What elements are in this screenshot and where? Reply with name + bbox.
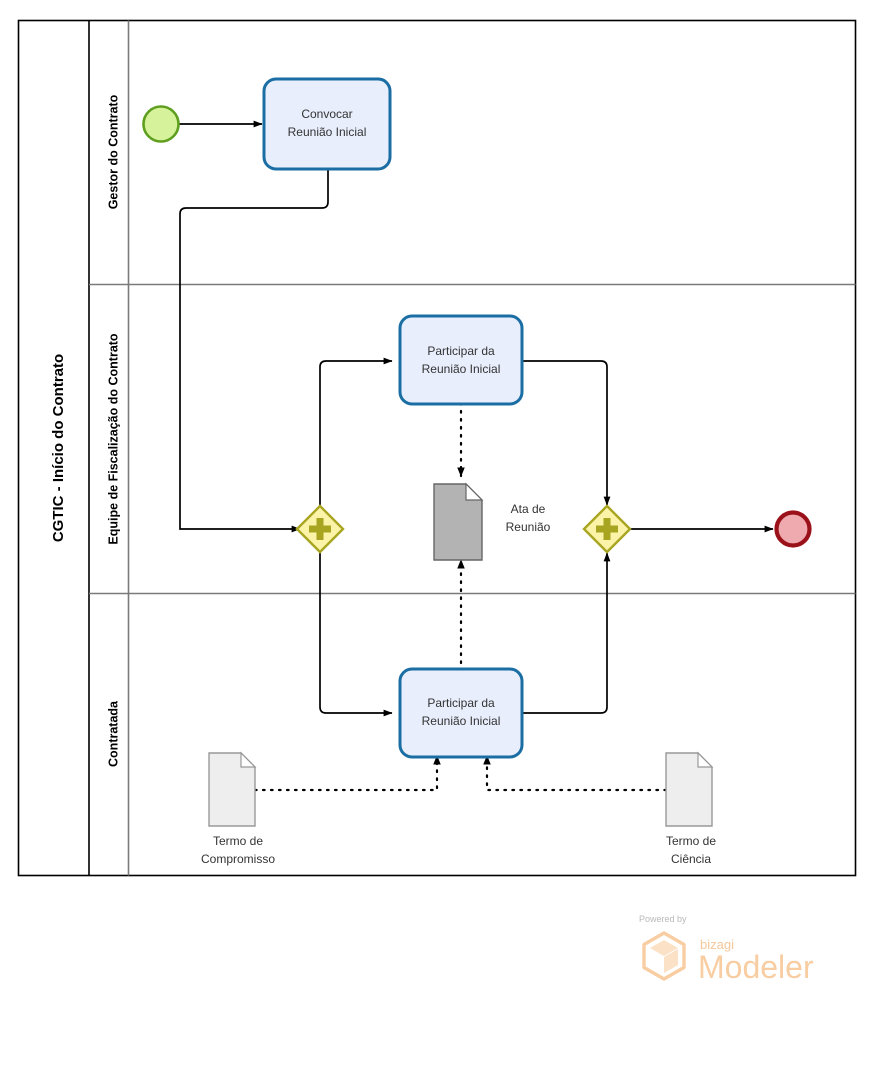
task-participar-contratada-label-line2: Reunião Inicial [422,714,501,728]
data-ata-label-line1: Ata de [511,502,546,516]
bizagi-modeler-branding: Powered by bizagi Modeler [639,914,814,985]
flow-convocar-to-split-gateway [179,169,329,533]
lane-label-equipe: Equipe de Fiscalização do Contrato [106,333,120,545]
data-ata-shape[interactable] [433,483,483,561]
start-event[interactable] [142,105,180,143]
lane-label-contratada: Contratada [106,700,120,767]
task-participar-contratada-label-line1: Participar da [427,696,495,710]
end-event-circle[interactable] [774,510,812,548]
end-event[interactable] [774,510,812,548]
data-ata-fold [465,482,484,501]
task-participar-contratada-shape[interactable] [398,667,524,759]
task-participar-reuniao-inicial-equipe[interactable]: Participar da Reunião Inicial [398,314,524,406]
data-termo-compromisso-label-line2: Compromisso [201,852,275,866]
data-termo-compromisso-fold [240,751,257,768]
data-termo-compromisso-label-line1: Termo de [213,834,263,848]
flow-participar-contratada-to-join [522,552,611,714]
task-convocar-shape[interactable] [262,77,392,171]
data-ata-label-line2: Reunião [506,520,551,534]
pool-label: CGTIC - Início do Contrato [50,354,67,542]
data-termo-ciencia-shape[interactable] [665,752,713,827]
pool-outline [17,19,857,877]
flow-split-to-participar-contratada [319,552,393,717]
assoc-termo-compromisso-to-participar [253,754,441,792]
gateway-parallel-split[interactable] [295,504,345,554]
assoc-termo-ciencia-to-participar [483,754,668,792]
associations [253,401,668,792]
data-object-termo-de-ciencia[interactable]: Termo de Ciência [665,751,716,866]
flow-split-to-participar-equipe [319,357,393,506]
sequence-flows [179,120,774,717]
data-termo-ciencia-label-line2: Ciência [671,852,711,866]
bizagi-hexagon-logo-icon [642,931,686,981]
data-termo-ciencia-label-line1: Termo de [666,834,716,848]
task-convocar-reuniao-inicial[interactable]: Convocar Reunião Inicial [262,77,392,171]
lane-label-gestor: Gestor do Contrato [106,94,120,209]
start-event-circle[interactable] [142,105,180,143]
data-object-termo-de-compromisso[interactable]: Termo de Compromisso [201,751,275,866]
data-termo-compromisso-shape[interactable] [208,752,256,827]
task-convocar-label-line2: Reunião Inicial [288,125,367,139]
data-termo-ciencia-fold [697,751,714,768]
task-convocar-label-line1: Convocar [301,107,352,121]
task-participar-reuniao-inicial-contratada[interactable]: Participar da Reunião Inicial [398,667,524,759]
data-object-ata-de-reuniao[interactable]: Ata de Reunião [433,482,551,561]
flow-participar-equipe-to-join [522,360,611,506]
gateway-parallel-join[interactable] [582,504,632,554]
branding-modeler-label: Modeler [698,949,814,985]
task-participar-equipe-label-line1: Participar da [427,344,495,358]
branding-bizagi-label: bizagi [700,937,734,952]
task-participar-equipe-label-line2: Reunião Inicial [422,362,501,376]
pool-container: CGTIC - Início do Contrato Gestor do Con… [17,19,857,877]
task-participar-equipe-shape[interactable] [398,314,524,406]
branding-powered-by-label: Powered by [639,914,687,924]
